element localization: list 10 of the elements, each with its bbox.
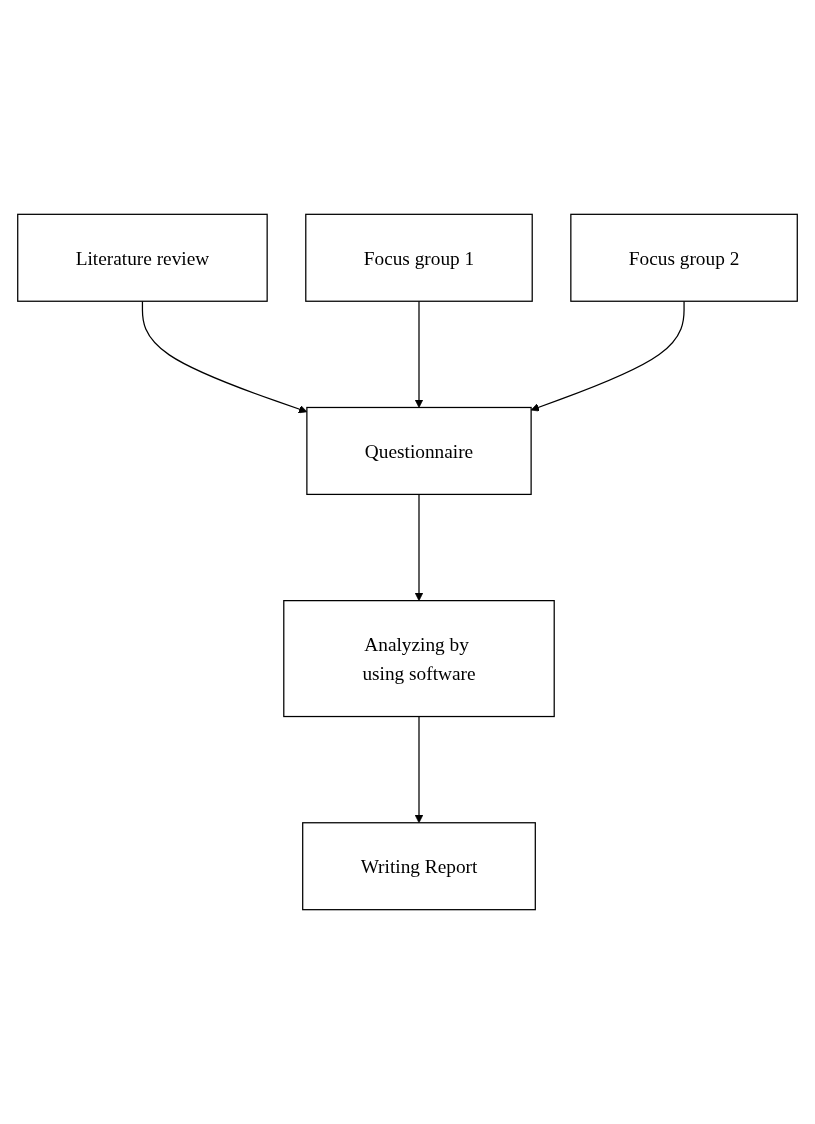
arrow xyxy=(530,300,685,412)
arrow xyxy=(414,493,424,601)
node-box: Questionnaire xyxy=(306,406,532,496)
node-box: Analyzing by using software xyxy=(283,600,555,718)
arrow xyxy=(414,715,424,824)
node-box: Writing Report xyxy=(302,822,536,911)
node-box: Focus group 2 xyxy=(570,213,798,302)
node-box: Literature review xyxy=(17,213,268,302)
node-box: Focus group 1 xyxy=(305,213,533,302)
arrow xyxy=(414,300,424,408)
